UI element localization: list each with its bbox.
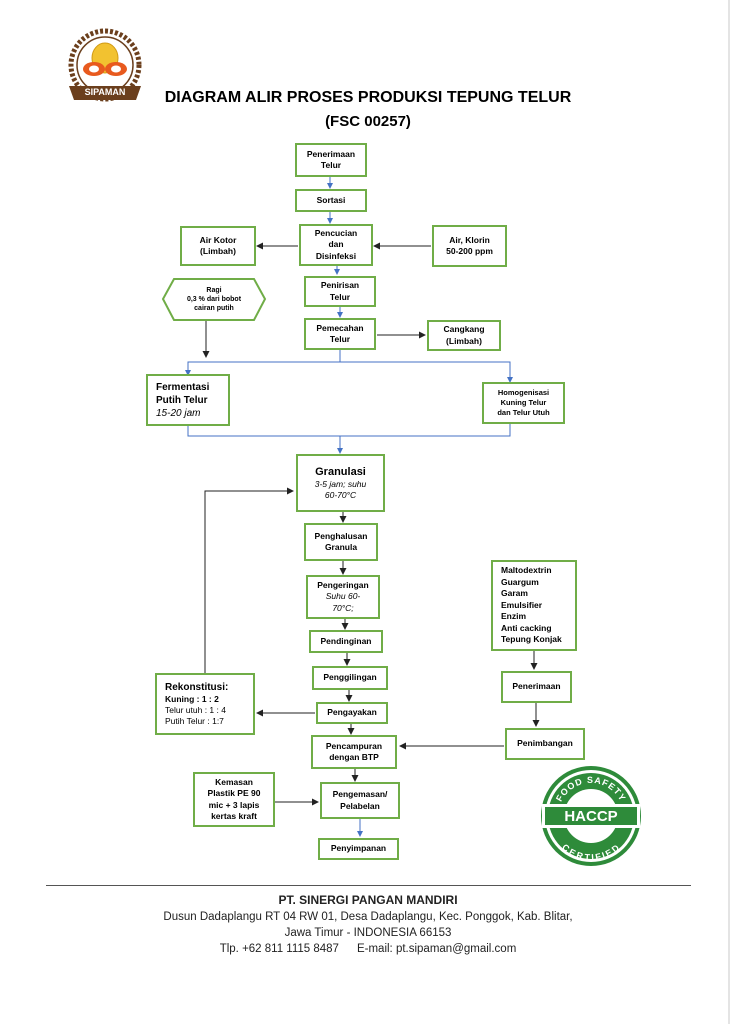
box-air-kotor: Air Kotor(Limbah) [180,226,256,266]
footer-address-2: Jawa Timur - INDONESIA 66153 [284,927,452,939]
footer-company: PT. SINERGI PANGAN MANDIRI [278,893,458,907]
box-rekonstitusi: Rekonstitusi: Kuning : 1 : 2 Telur utuh … [155,673,255,735]
box-pengayakan: Pengayakan [316,702,388,724]
ragi-hexagon-shape [161,278,267,321]
footer-divider [46,885,691,886]
page-edge [728,0,730,1024]
sipaman-logo: SIPAMAN [64,28,146,106]
line-pemecahan-split [185,350,341,376]
badge-main-text: HACCP [564,808,617,825]
diagram-title: DIAGRAM ALIR PROSES PRODUKSI TEPUNG TELU… [164,89,572,106]
footer-email: E-mail: pt.sipaman@gmail.com [356,943,517,955]
box-penggilingan: Penggilingan [312,666,388,690]
box-pendinginan: Pendinginan [309,630,383,653]
footer-contact: Tlp. +62 811 1115 8487 E-mail: pt.sipaman… [0,943,736,955]
arrow-rekonstitusi-granulasi [204,487,294,673]
box-cangkang: Cangkang(Limbah) [427,320,501,351]
document-code: (FSC 00257) [325,113,411,130]
logo-text: SIPAMAN [84,87,126,97]
line-split-homogenisasi [340,361,513,383]
box-sortasi: Sortasi [295,189,367,212]
footer-address-1: Dusun Dadaplangu RT 04 RW 01, Desa Dadap… [163,911,573,923]
line-merge-granulasi [187,424,511,437]
box-penerimaan-btp: Penerimaan [501,671,572,703]
box-penyimpanan: Penyimpanan [318,838,399,860]
footer-phone: Tlp. +62 811 1115 8487 [219,943,339,955]
box-penimbangan: Penimbangan [505,728,585,760]
box-pengemasan: Pengemasan/Pelabelan [320,782,400,819]
haccp-badge: FOOD SAFETY HACCP CERTIFIED [538,763,644,869]
